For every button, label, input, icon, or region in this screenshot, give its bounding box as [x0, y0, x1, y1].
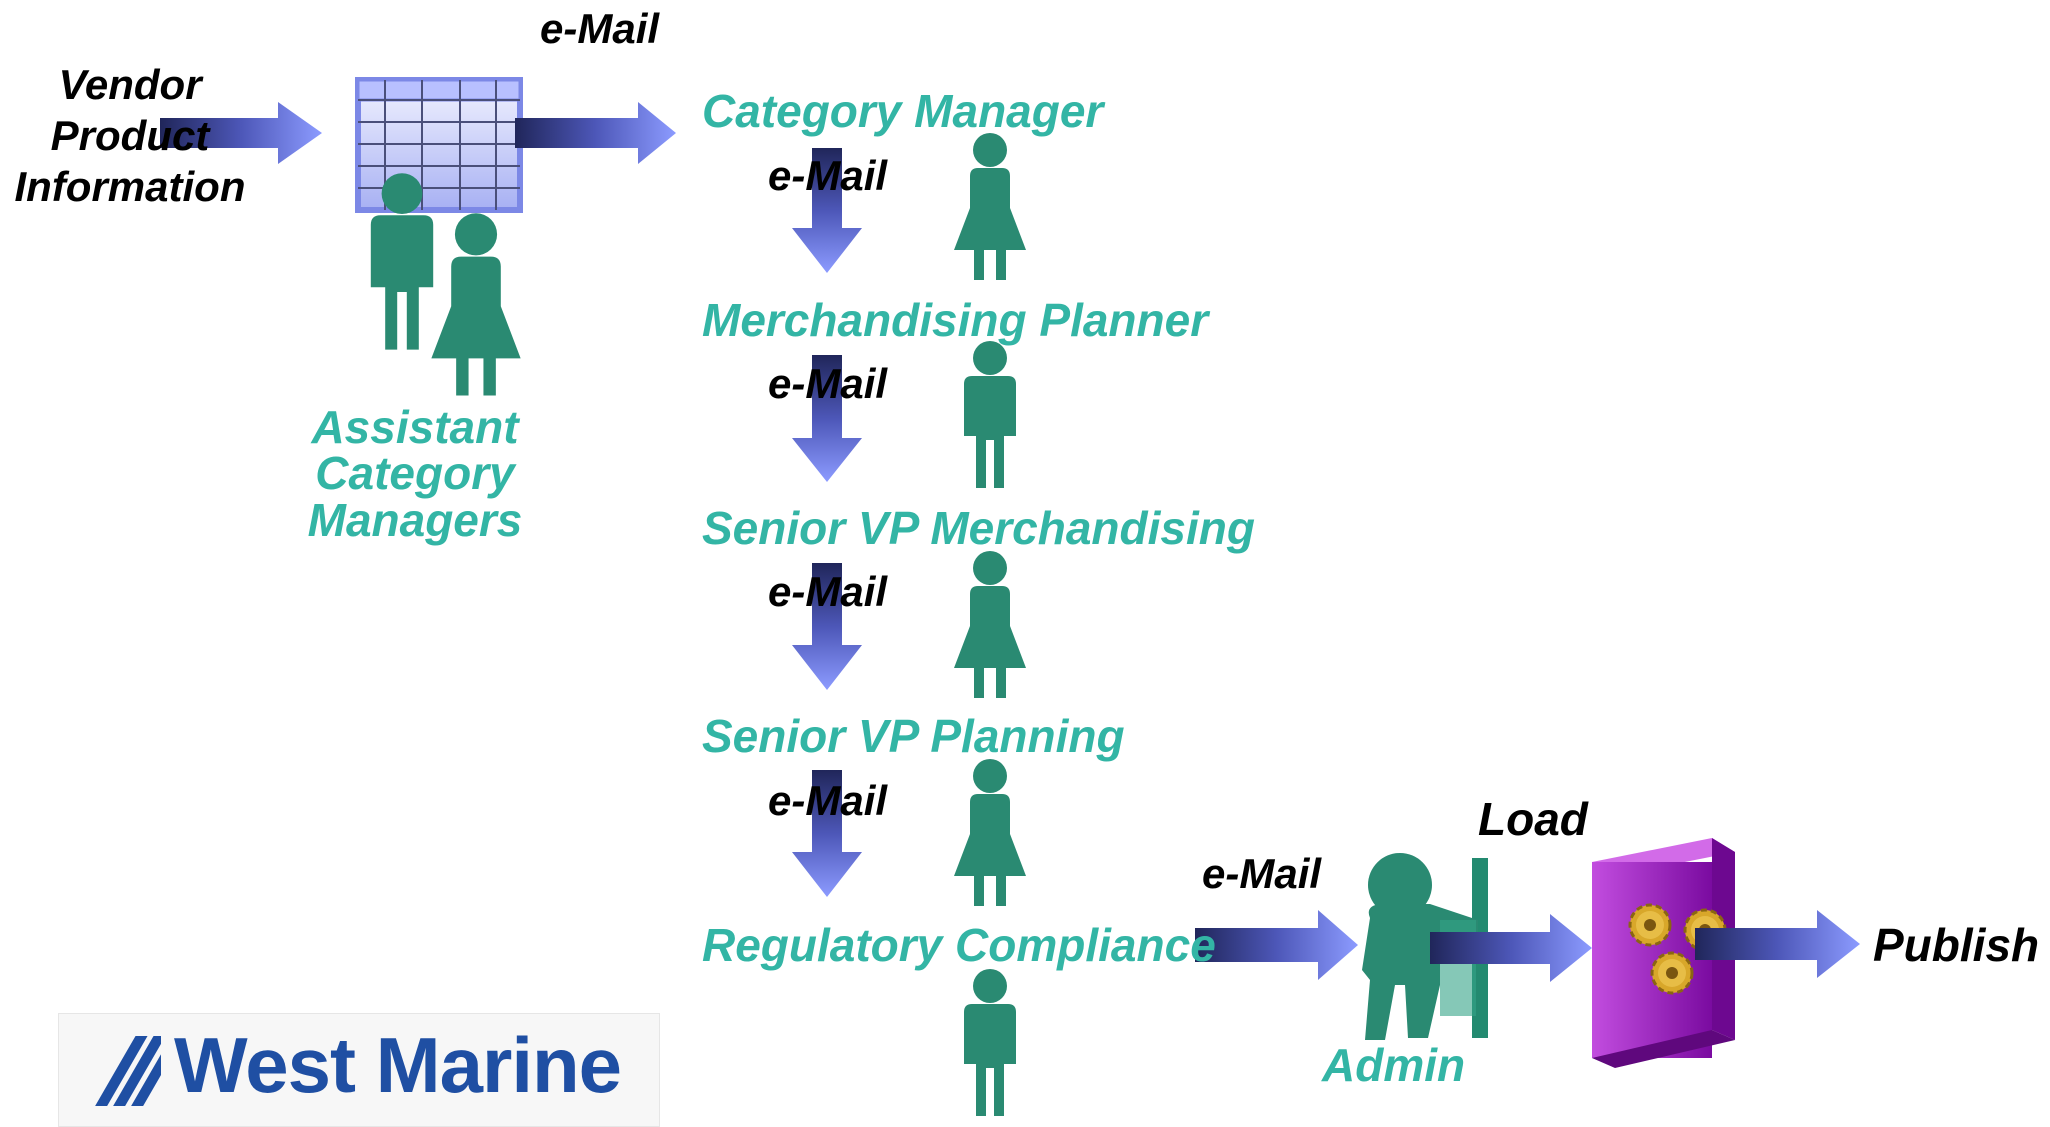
regulatory-compliance-icon: [964, 969, 1016, 1116]
role-category-manager: Category Manager: [702, 85, 1104, 137]
west-marine-logo: West Marine: [58, 1013, 660, 1127]
senior-vp-merchandising-icon: [954, 551, 1026, 698]
logo-text: West Marine: [174, 1021, 622, 1109]
gear-icon: [1650, 951, 1694, 995]
assistant-label-line1: Assistant: [311, 401, 519, 453]
role-merchandising-planner: Merchandising Planner: [702, 294, 1209, 346]
assistant-label-line2: Category: [315, 447, 515, 499]
chain-arrow-2: [792, 355, 862, 482]
vendor-arrow: [160, 102, 322, 164]
category-manager-icon: [954, 133, 1026, 280]
assistant-woman-icon: [431, 213, 521, 396]
chain-arrow-4: [792, 770, 862, 897]
admin-label: Admin: [1322, 1039, 1466, 1091]
senior-vp-planning-icon: [954, 759, 1026, 906]
assistant-label-line3: Managers: [307, 494, 523, 546]
publish-label: Publish: [1873, 919, 2040, 971]
chain-email-label-4: e-Mail: [768, 777, 888, 824]
table-to-category-arrow: [515, 102, 676, 164]
admin-email-label: e-Mail: [1202, 850, 1322, 897]
chain-email-label-2: e-Mail: [768, 360, 888, 407]
chain-email-label-3: e-Mail: [768, 568, 888, 615]
admin-to-server-arrow: [1430, 914, 1592, 982]
server-to-publish-arrow: [1695, 910, 1860, 978]
chain-email-label-1: e-Mail: [768, 152, 888, 199]
top-email-label: e-Mail: [540, 5, 660, 52]
server-icon: [1592, 838, 1735, 1068]
merchandising-planner-icon: [964, 341, 1016, 488]
gear-icon: [1628, 903, 1672, 947]
role-regulatory-compliance: Regulatory Compliance: [702, 919, 1216, 971]
compliance-to-admin-arrow: [1195, 910, 1358, 980]
role-senior-vp-merchandising: Senior VP Merchandising: [702, 502, 1255, 554]
vendor-label-line2: Product: [50, 112, 210, 159]
chain-arrow-1: [792, 148, 862, 273]
logo-stripes-icon: [95, 1036, 161, 1106]
chain-arrow-3: [792, 563, 862, 690]
vendor-label-line3: Information: [14, 163, 246, 210]
load-label: Load: [1478, 793, 1588, 845]
vendor-label-line1: Vendor: [58, 61, 202, 108]
role-senior-vp-planning: Senior VP Planning: [702, 710, 1125, 762]
